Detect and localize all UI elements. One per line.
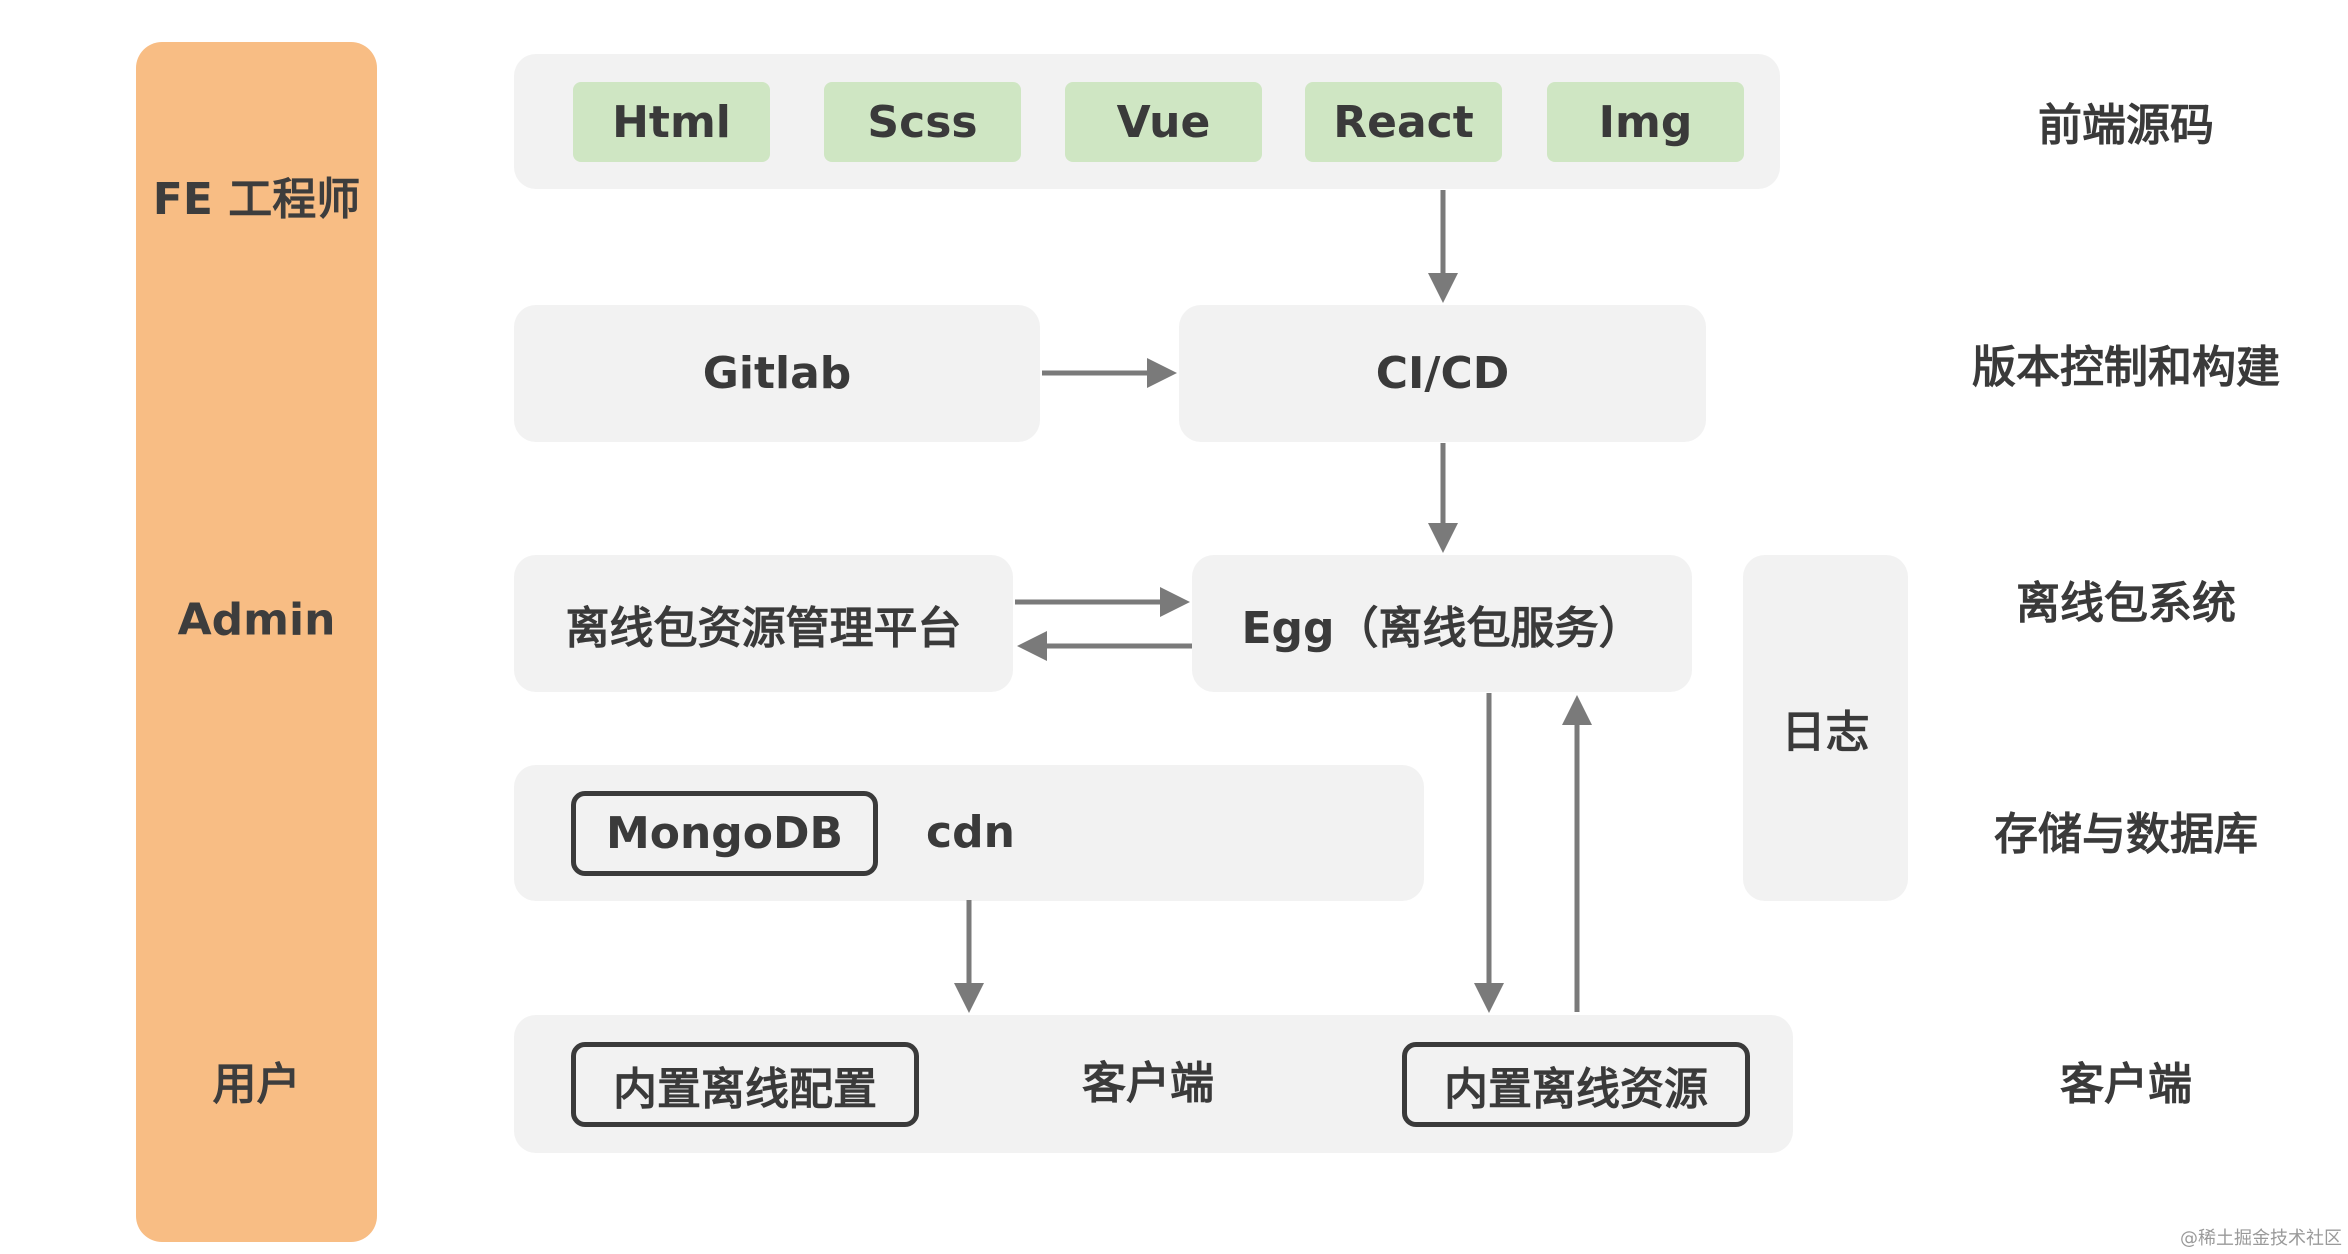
builtin-resource-box: 内置离线资源 [1402, 1042, 1750, 1127]
role-fe-engineer: FE 工程师 [152, 174, 361, 225]
layer-label-frontend-source: 前端源码 [2038, 100, 2214, 151]
egg-service-box: Egg（离线包服务） [1192, 555, 1692, 692]
chip-scss: Scss [824, 82, 1021, 162]
role-admin: Admin [177, 594, 336, 646]
roles-column: FE 工程师 Admin 用户 [136, 42, 377, 1242]
chip-react: React [1305, 82, 1502, 162]
log-label: 日志 [1781, 707, 1870, 758]
cicd-label: CI/CD [1375, 348, 1510, 399]
layer-label-storage-db: 存储与数据库 [1994, 809, 2258, 860]
watermark: @稀土掘金技术社区 [2180, 1228, 2342, 1249]
layer-label-client: 客户端 [2060, 1059, 2192, 1110]
chip-vue: Vue [1065, 82, 1262, 162]
layer-label-offline-system: 离线包系统 [2016, 578, 2236, 629]
client-panel [514, 1015, 1793, 1153]
gitlab-label: Gitlab [702, 348, 852, 399]
mongodb-box: MongoDB [571, 791, 878, 876]
gitlab-box: Gitlab [514, 305, 1040, 442]
chip-img: Img [1547, 82, 1744, 162]
layer-label-version-control: 版本控制和构建 [1972, 342, 2280, 393]
cdn-label: cdn [926, 807, 1015, 858]
resource-platform-label: 离线包资源管理平台 [565, 602, 962, 654]
client-center-label: 客户端 [1082, 1058, 1214, 1109]
log-box: 日志 [1743, 555, 1908, 901]
storage-panel [514, 765, 1424, 901]
cicd-box: CI/CD [1179, 305, 1706, 442]
resource-platform-box: 离线包资源管理平台 [514, 555, 1013, 692]
builtin-config-box: 内置离线配置 [571, 1042, 919, 1127]
role-user: 用户 [212, 1059, 301, 1110]
chip-html: Html [573, 82, 770, 162]
egg-service-label: Egg（离线包服务） [1241, 602, 1643, 654]
